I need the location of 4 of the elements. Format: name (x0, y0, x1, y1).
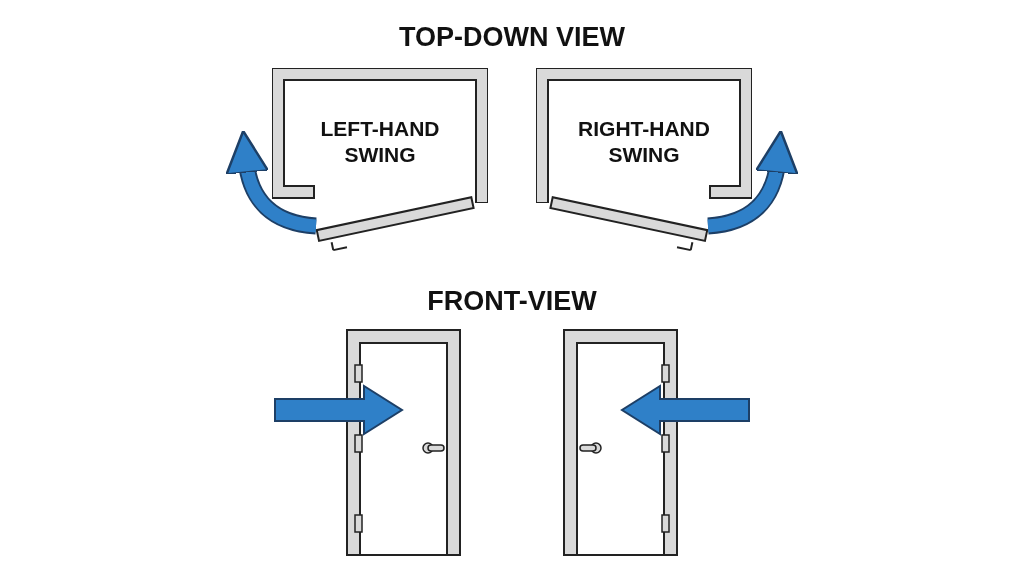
room-label: LEFT-HAND SWING (319, 116, 441, 168)
view-heading: FRONT-VIEW (427, 286, 597, 317)
view-heading: TOP-DOWN VIEW (399, 22, 625, 53)
room-label: RIGHT-HAND SWING (577, 116, 711, 168)
